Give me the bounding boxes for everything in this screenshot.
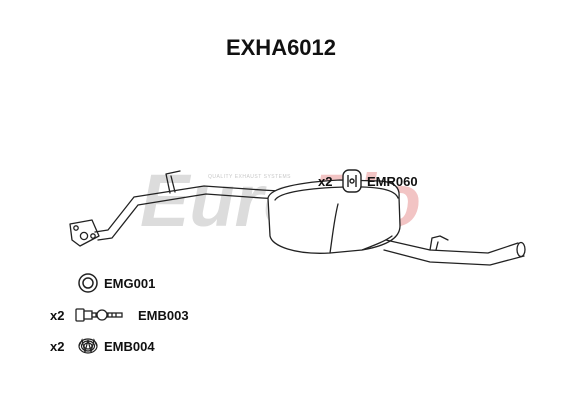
exhaust-assembly [69,170,526,266]
tailpipe [383,235,526,266]
bolt-group: x2 EMB003 [50,308,189,323]
bolt-code: EMB003 [138,308,189,323]
mount-qty: x2 [318,174,332,189]
spring-group: x2 EMB004 [50,338,155,354]
rubber-mount-icon [342,169,362,193]
part-number-title: EXHA6012 [226,35,336,60]
bolt-icon [75,308,123,322]
bolt-qty: x2 [50,308,64,323]
gasket-code: EMG001 [104,276,155,291]
watermark-tagline: QUALITY EXHAUST SYSTEMS [208,174,291,180]
gasket-icon [78,273,98,293]
spring-code: EMB004 [104,339,155,354]
rubber-mount-group: x2 EMR060 [318,169,418,193]
gasket-group: EMG001 [78,273,155,293]
spring-qty: x2 [50,339,64,354]
spring-icon [78,338,98,354]
front-flange-icon [69,219,100,247]
mount-code: EMR060 [367,174,418,189]
rear-silencer [267,179,401,254]
